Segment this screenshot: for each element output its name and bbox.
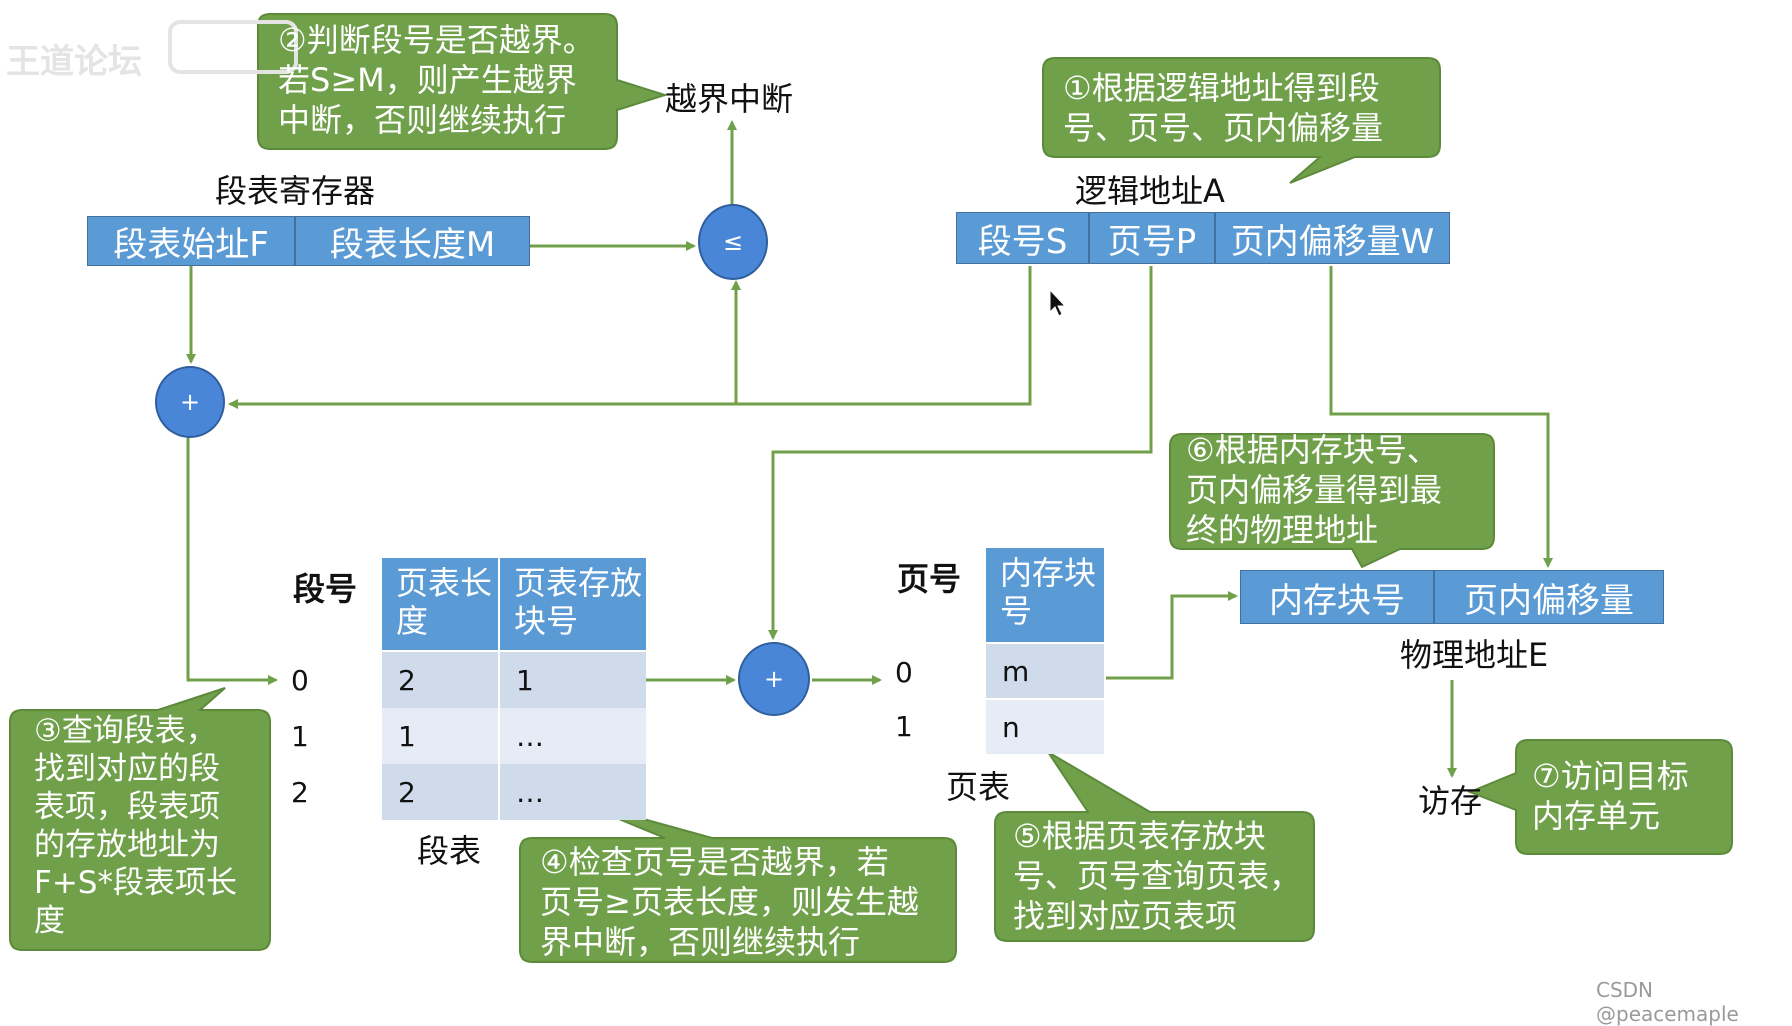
page-row-0-index: 0 (895, 656, 913, 689)
segment-table-header-block: 页表存放块号 (500, 558, 646, 650)
callout-2-line-3: 中断，否则继续执行 (278, 101, 567, 139)
callout-6-line-1: ⑥根据内存块号、 (1186, 431, 1439, 469)
callout-2-line-2: 若S≥M，则产生越界 (278, 61, 577, 99)
callout-2-line-1: ②判断段号是否越界。 (278, 21, 595, 59)
callout-7-line-1: ⑦访问目标 (1532, 757, 1689, 795)
callout-3-line-5: F+S*段表项长 (34, 865, 237, 901)
page-table-row-label: 页号 (897, 560, 962, 598)
callout-6-line-3: 终的物理地址 (1186, 511, 1379, 549)
callout-shapes (9, 13, 1733, 963)
callout-5-shape (994, 751, 1315, 942)
callout-3-line-4: 的存放地址为 (34, 827, 220, 863)
callout-1-line-1: ①根据逻辑地址得到段 (1063, 69, 1380, 107)
page-row-1-index: 1 (895, 710, 913, 743)
compare-circle: ≤ (698, 204, 768, 280)
callout-3-text: ③查询段表， 找到对应的段 表项，段表项 的存放地址为 F+S*段表项长 度 (34, 712, 237, 940)
csdn-watermark: CSDN @peacemaple (1596, 978, 1739, 1026)
callout-6-shape (1169, 433, 1495, 569)
overflow-interrupt-label: 越界中断 (665, 80, 794, 118)
adder-circle-segment: + (155, 366, 225, 438)
callout-1-line-2: 号、页号、页内偏移量 (1063, 109, 1384, 147)
memory-access-label: 访存 (1418, 782, 1483, 820)
segment-row-0-index: 0 (291, 664, 309, 697)
callout-3-line-1: ③查询段表， (34, 713, 217, 749)
arrow-P-to-adder2 (768, 266, 1153, 640)
page-table-header-block: 内存块号 (986, 548, 1104, 642)
page-offset-field: 页内偏移量W (1215, 212, 1450, 264)
adder-circle-page: + (738, 642, 810, 716)
segment-row-1-index: 1 (291, 720, 309, 753)
arrow-m-to-block (1106, 591, 1238, 680)
segment-register-title: 段表寄存器 (215, 172, 376, 210)
watermark-logo: 王道论坛 (6, 42, 142, 82)
bilibili-logo-icon (168, 20, 298, 74)
arrow-S-to-adder (228, 266, 1032, 409)
callout-4-text: ④检查页号是否越界，若 页号≥页表长度，则发生越 界中断，否则继续执行 (540, 842, 919, 962)
callout-3-line-6: 度 (34, 903, 65, 939)
arrow-adder-to-segtable (186, 436, 278, 685)
callout-7-text: ⑦访问目标 内存单元 (1532, 756, 1689, 836)
segment-row-2-index: 2 (291, 776, 309, 809)
segment-row-2-block: … (500, 764, 646, 820)
segment-table-start-field: 段表始址F (87, 216, 295, 266)
page-row-1-value: n (986, 700, 1104, 754)
callout-1-shape (1042, 57, 1441, 184)
callout-6-text: ⑥根据内存块号、 页内偏移量得到最 终的物理地址 (1186, 430, 1442, 550)
callout-4-line-3: 界中断，否则继续执行 (540, 923, 861, 961)
callout-7-line-2: 内存单元 (1532, 797, 1661, 835)
callout-5-line-2: 号、页号查询页表， (1013, 857, 1302, 895)
page-row-0-value: m (986, 644, 1104, 698)
callout-2-text: ②判断段号是否越界。 若S≥M，则产生越界 中断，否则继续执行 (278, 20, 595, 140)
callout-3-line-3: 表项，段表项 (34, 789, 220, 825)
callout-6-line-2: 页内偏移量得到最 (1186, 471, 1443, 509)
callout-3-line-2: 找到对应的段 (34, 751, 220, 787)
cursor-icon (1049, 288, 1067, 317)
callout-5-text: ⑤根据页表存放块 号、页号查询页表， 找到对应页表项 (1013, 816, 1301, 936)
segment-table-length-field: 段表长度M (295, 216, 530, 266)
segment-table-caption: 段表 (417, 832, 482, 870)
callout-5-line-3: 找到对应页表项 (1013, 897, 1238, 935)
callout-7-shape (1467, 739, 1733, 855)
physical-address-title: 物理地址E (1400, 636, 1549, 674)
physical-block-field: 内存块号 (1240, 570, 1434, 624)
arrow-W-to-offset (1329, 266, 1553, 568)
callout-1-text: ①根据逻辑地址得到段 号、页号、页内偏移量 (1063, 68, 1383, 148)
page-number-field: 页号P (1089, 212, 1215, 264)
page-table-caption: 页表 (946, 768, 1011, 806)
segment-row-2-length: 2 (382, 764, 498, 820)
segment-row-1-block: … (500, 708, 646, 764)
segment-table-header-length: 页表长度 (382, 558, 498, 650)
logical-address-title: 逻辑地址A (1075, 172, 1225, 210)
callout-4-line-1: ④检查页号是否越界，若 (540, 843, 889, 881)
segment-row-1-length: 1 (382, 708, 498, 764)
callout-4-shape (519, 797, 957, 963)
callout-4-line-2: 页号≥页表长度，则发生越 (540, 883, 919, 921)
segment-row-0-length: 2 (382, 652, 498, 708)
segment-table-row-label: 段号 (293, 570, 358, 608)
segment-number-field: 段号S (956, 212, 1089, 264)
callout-3-shape (9, 687, 271, 951)
arrows (186, 120, 1553, 778)
physical-offset-field: 页内偏移量 (1434, 570, 1664, 624)
segment-row-0-block: 1 (500, 652, 646, 708)
callout-5-line-1: ⑤根据页表存放块 (1013, 817, 1266, 855)
